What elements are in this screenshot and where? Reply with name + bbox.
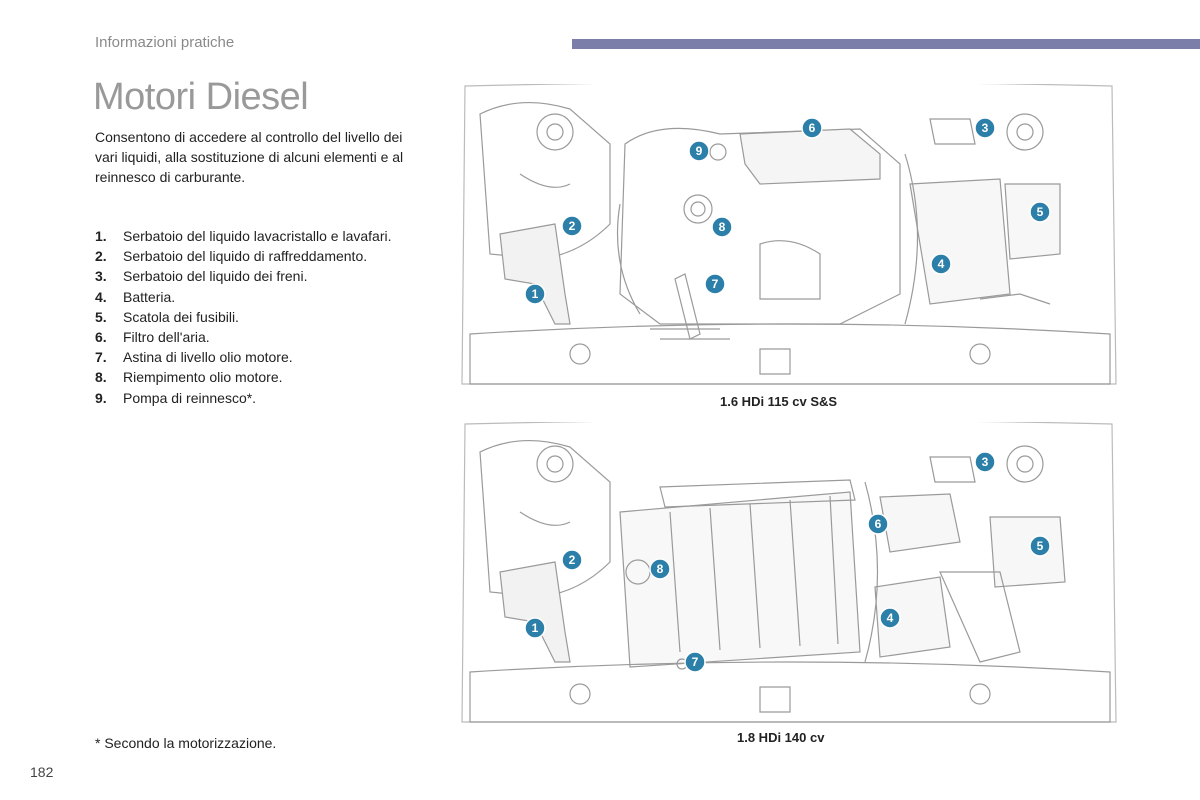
legend-text: Scatola dei fusibili. [123,308,239,325]
marker-4: 4 [879,607,901,629]
legend-item: 4. Batteria. [95,287,391,307]
svg-text:3: 3 [982,455,989,469]
legend-text: Pompa di reinnesco*. [123,389,257,406]
section-header-bar [572,39,1200,49]
diagram-caption-1: 1.6 HDi 115 cv S&S [720,394,838,409]
svg-text:5: 5 [1037,205,1044,219]
svg-text:7: 7 [712,277,719,291]
legend-text: Serbatoio del liquido dei freni. [123,268,308,285]
svg-text:9: 9 [696,144,703,158]
marker-6: 6 [801,117,823,139]
section-label: Informazioni pratiche [95,34,235,51]
page-title: Motori Diesel [93,76,309,118]
marker-5: 5 [1029,201,1051,223]
svg-text:4: 4 [887,611,894,625]
svg-text:4: 4 [938,257,945,271]
svg-text:1: 1 [532,287,539,301]
svg-text:5: 5 [1037,539,1044,553]
svg-text:6: 6 [875,517,882,531]
engine-bay-diagram-1-6-hdi: 1 2 3 4 5 6 7 8 9 [461,84,1117,385]
marker-8: 8 [649,558,671,580]
legend-number: 9. [95,389,107,406]
engine-bay-diagram-1-8-hdi: 1 2 3 4 5 6 7 8 [461,422,1117,723]
legend-number: 8. [95,369,107,386]
svg-text:2: 2 [569,553,576,567]
legend-number: 6. [95,329,107,346]
svg-text:3: 3 [982,121,989,135]
marker-1: 1 [524,617,546,639]
marker-8: 8 [711,216,733,238]
legend-text: Serbatoio del liquido lavacristallo e la… [123,228,392,244]
footnote: * Secondo la motorizzazione. [95,735,277,751]
legend-item: 5. Scatola dei fusibili. [95,307,391,327]
legend-text: Astina di livello olio motore. [123,349,293,366]
marker-9: 9 [688,140,710,162]
diagram-caption-2: 1.8 HDi 140 cv [737,730,825,745]
legend-number: 1. [95,228,107,244]
legend-item: 2. Serbatoio del liquido di raffreddament… [95,246,391,266]
svg-text:8: 8 [719,220,726,234]
legend-item: 9. Pompa di reinnesco*. [95,388,391,408]
legend-item: 7. Astina di livello olio motore. [95,347,391,367]
marker-3: 3 [974,451,996,473]
legend-number: 3. [95,268,107,285]
marker-7: 7 [684,651,706,673]
marker-1: 1 [524,283,546,305]
marker-2: 2 [561,549,583,571]
marker-2: 2 [561,215,583,237]
legend-number: 4. [95,288,107,305]
intro-paragraph: Consentono di accedere al controllo del … [95,129,404,185]
legend-text: Riempimento olio motore. [123,369,283,386]
legend-number: 2. [95,248,107,265]
legend-text: Serbatoio del liquido di raffreddamento. [123,248,368,265]
legend-item: 1. Serbatoio del liquido lavacristallo e … [95,226,391,246]
legend-item: 8. Riempimento olio motore. [95,367,391,387]
legend-number: 5. [95,308,107,325]
marker-7: 7 [704,273,726,295]
legend-text: Batteria. [123,288,176,305]
svg-text:1: 1 [532,621,539,635]
svg-text:2: 2 [569,219,576,233]
svg-text:6: 6 [809,121,816,135]
marker-6: 6 [867,513,889,535]
page-number: 182 [30,764,54,780]
legend-text: Filtro dell'aria. [123,329,210,346]
legend-item: 6. Filtro dell'aria. [95,327,391,347]
legend-item: 3. Serbatoio del liquido dei freni. [95,266,391,286]
legend-number: 7. [95,349,107,366]
components-legend: 1. Serbatoio del liquido lavacristallo e … [95,226,391,408]
svg-text:8: 8 [657,562,664,576]
marker-5: 5 [1029,535,1051,557]
marker-4: 4 [930,253,952,275]
marker-3: 3 [974,117,996,139]
svg-text:7: 7 [692,655,699,669]
